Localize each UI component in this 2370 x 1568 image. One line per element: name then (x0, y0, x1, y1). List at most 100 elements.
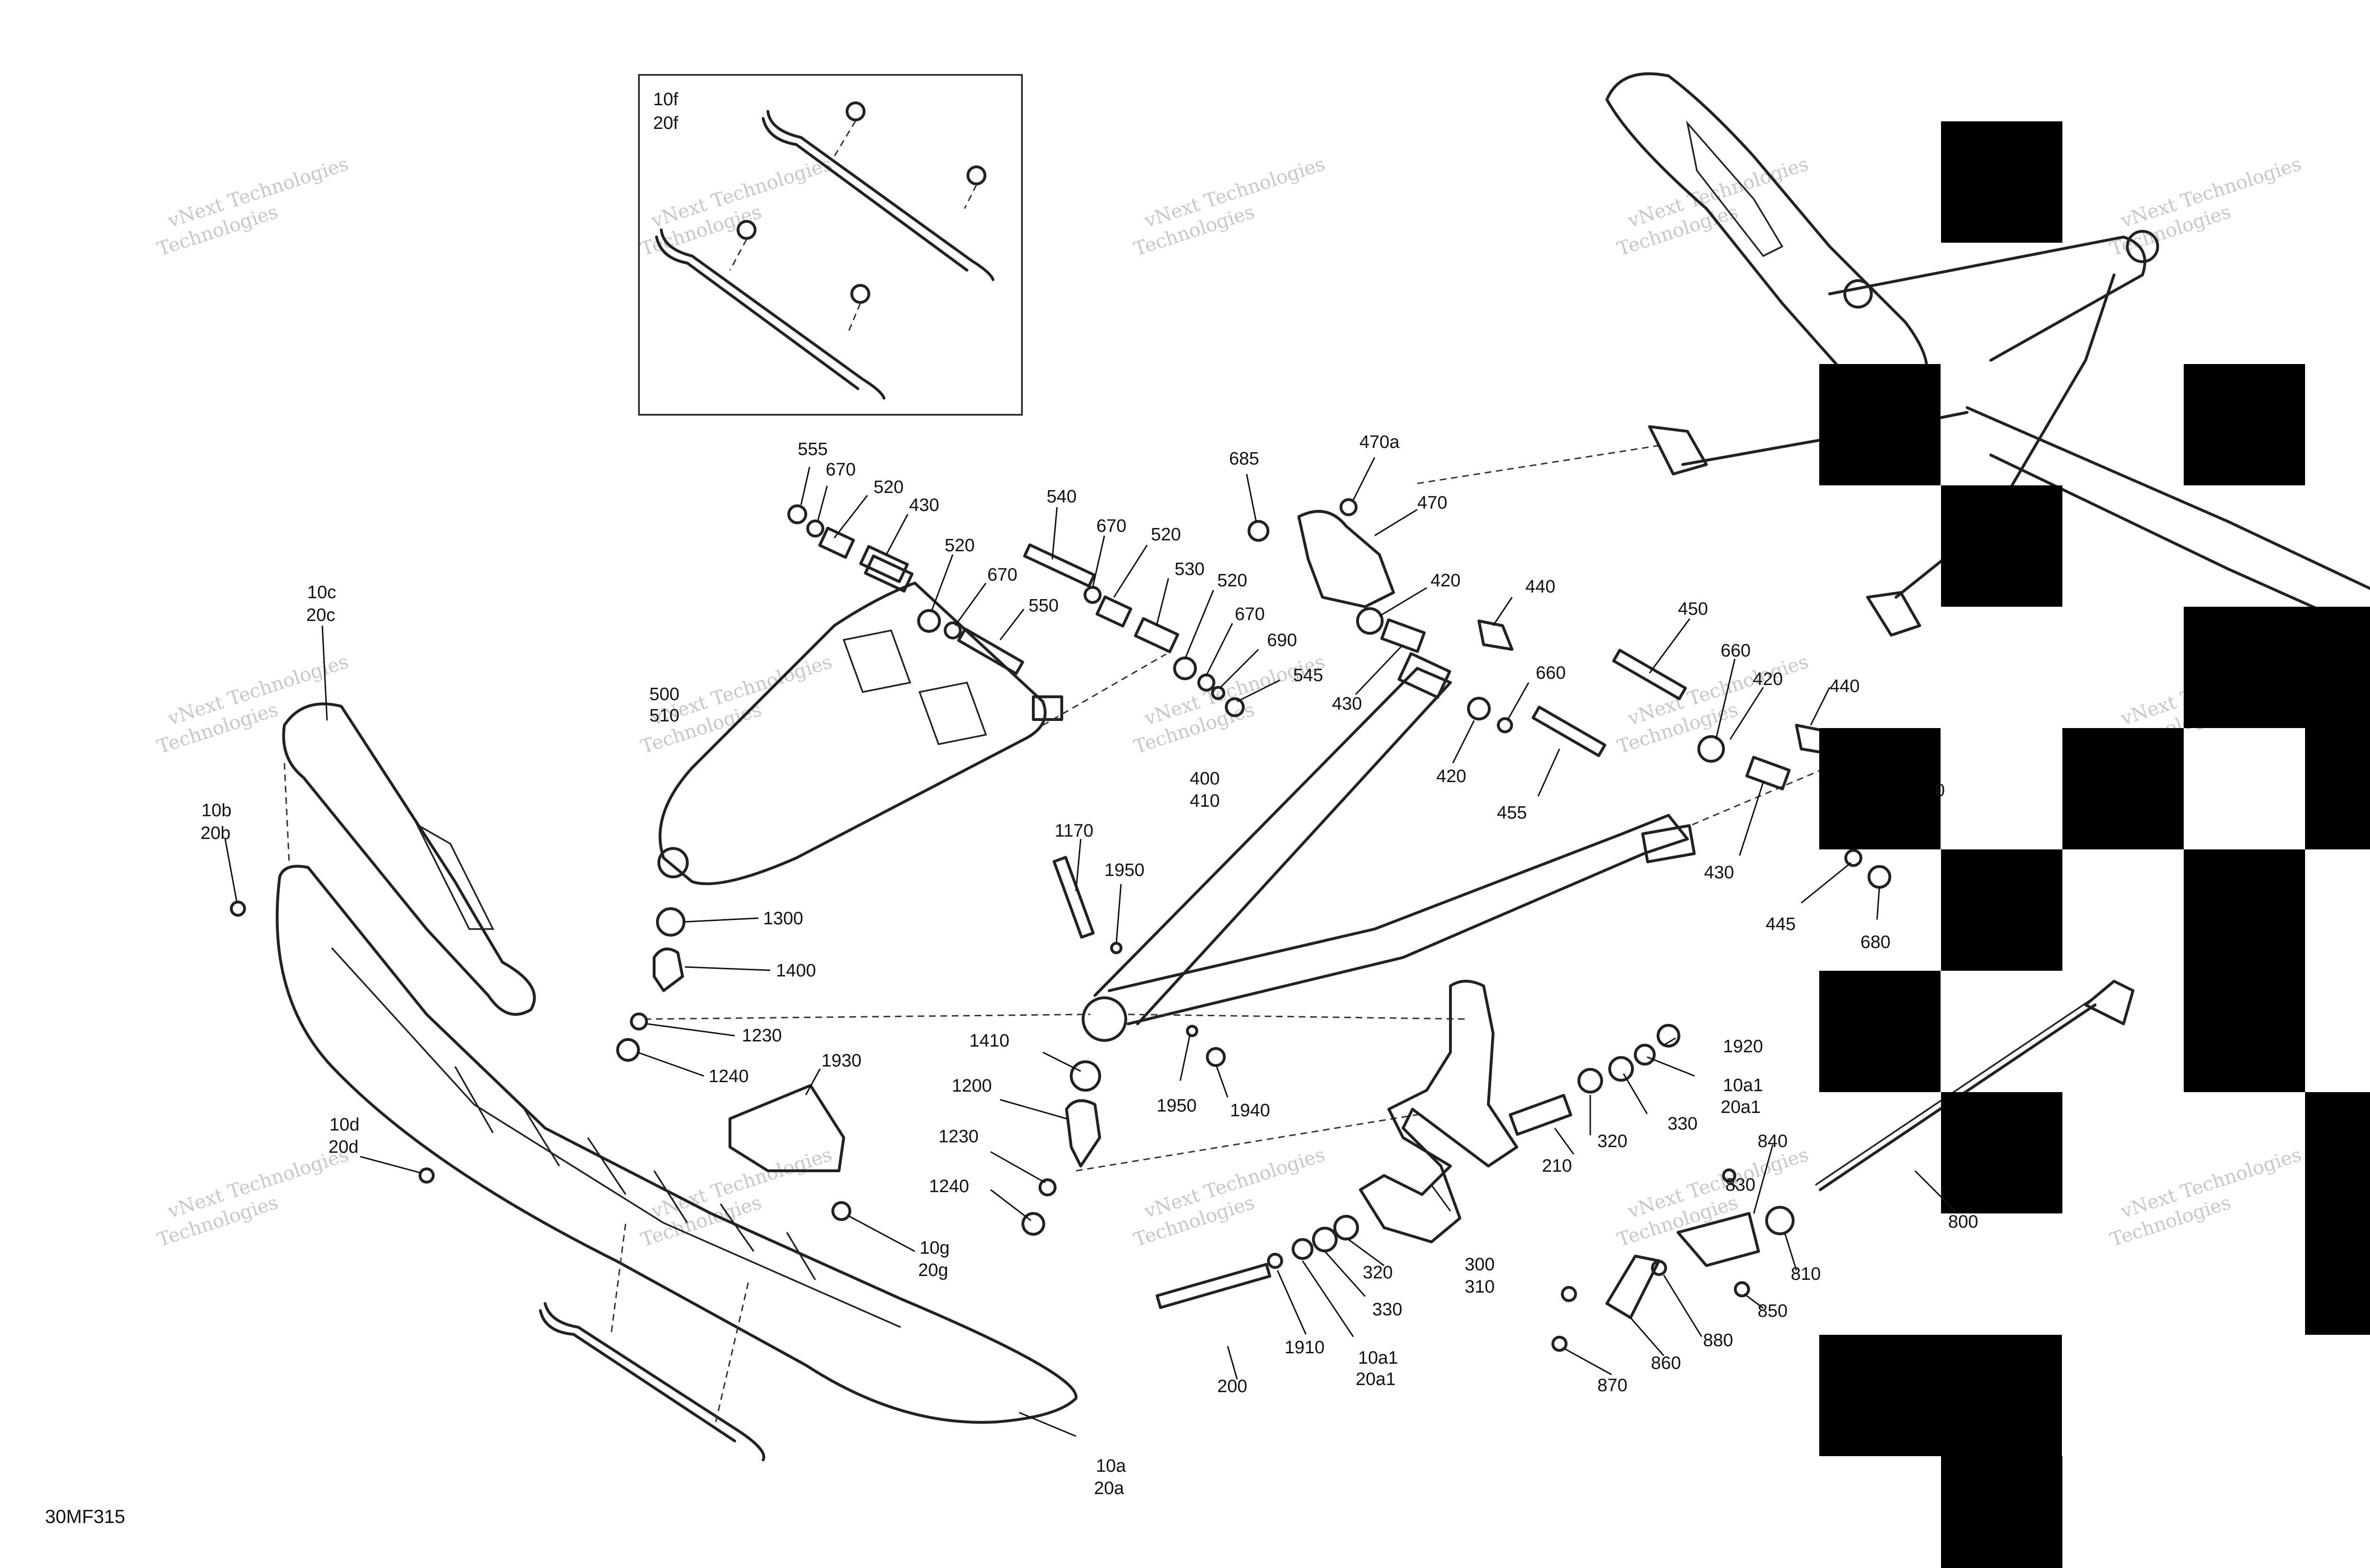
nut (787, 504, 807, 524)
callout-840: 840 (1758, 1131, 1787, 1151)
callout-810: 810 (1791, 1264, 1821, 1284)
callout-300: 310 (1465, 1277, 1495, 1297)
drawing-id: 30MF315 (45, 1506, 125, 1527)
callout-1950: 1950 (1157, 1096, 1197, 1116)
callout-1910: 1910 (1285, 1338, 1325, 1358)
watermark: vNext Technologies Technologies (2107, 1144, 2304, 1251)
callout-445: 445 (1766, 914, 1796, 934)
watermark: vNext Technologies Technologies (155, 153, 351, 260)
frame-top-tube (1828, 236, 2146, 362)
redaction-blocks (1819, 121, 2370, 1568)
bushing (1356, 607, 1384, 635)
pin (1110, 942, 1122, 954)
callout-470: 470 (1417, 493, 1447, 513)
watermark: vNext Technologies Technologies (638, 1144, 835, 1251)
bracket-body (1297, 510, 1395, 608)
redaction-block (1941, 121, 2062, 243)
callout-545: 545 (1293, 665, 1323, 685)
washer (630, 1012, 648, 1030)
callout-660: 660 (1536, 663, 1566, 683)
upper-arm-hardware (787, 504, 1245, 726)
leader-lines (224, 457, 1959, 1437)
callout-850: 850 (1758, 1301, 1787, 1321)
inset-label-1: 10f (653, 90, 678, 109)
upper-arm-bushing (864, 554, 914, 593)
callout-420: 420 (1436, 766, 1466, 786)
ski-keel (331, 947, 901, 1328)
circlip (1070, 1060, 1101, 1092)
pin (1186, 1025, 1198, 1037)
upper-arm-pocket (842, 629, 987, 746)
redaction-block (1941, 1092, 2062, 1213)
frame-front-window (1686, 120, 1784, 257)
callout-300: 300 (1465, 1255, 1495, 1275)
inset-label-2: 20f (653, 113, 678, 133)
watermark: vNext Technologies Technologies (2107, 153, 2304, 260)
callout-1400: 1400 (776, 961, 816, 981)
lower-arm-front-tube (1094, 667, 1452, 1025)
sleeve (859, 545, 909, 583)
nut (1340, 498, 1358, 516)
callout-10d: 10d (329, 1115, 359, 1135)
ski-handle (282, 702, 536, 1016)
bushing (1697, 735, 1725, 763)
bushing-ring (917, 609, 941, 633)
ski-handle-window (415, 822, 494, 930)
callout-partial: 0 (1935, 781, 1945, 801)
callout-1200: 1200 (952, 1076, 992, 1096)
ball-joint (1065, 1099, 1101, 1167)
nut (1868, 865, 1891, 889)
watermark: vNext Technologies Technologies (1614, 1144, 1811, 1251)
upper-arm-frame (658, 582, 1047, 885)
watermark: vNext Technologies Technologies (155, 1144, 351, 1251)
ski-nut (831, 1201, 851, 1221)
callout-670: 670 (1096, 516, 1126, 536)
callout-670: 670 (826, 460, 856, 480)
callout-400: 400 (1190, 769, 1220, 789)
callout-530: 530 (1175, 559, 1204, 579)
callout-330: 330 (1668, 1114, 1697, 1134)
bushing (1312, 1227, 1338, 1252)
washer (1497, 717, 1513, 733)
callout-420: 420 (1431, 571, 1460, 591)
inset-nut (846, 101, 866, 121)
callout-320: 320 (1363, 1263, 1393, 1283)
bolt (1531, 705, 1606, 757)
callout-10a: 20a (1094, 1478, 1124, 1498)
washer (806, 520, 824, 538)
nut (1021, 1212, 1045, 1236)
redaction-block (1819, 971, 1941, 1092)
callout-10a: 10a (1096, 1456, 1126, 1476)
spindle-sleeve (1509, 1094, 1572, 1136)
callout-470a: 470a (1359, 432, 1400, 452)
frame-mount (1866, 591, 1921, 637)
upper-bracket (1248, 445, 1659, 757)
spindle (1156, 980, 1680, 1309)
callouts: 10c 20c 10b 20b 10d 20d 10g 20g 10a 20a … (201, 432, 1978, 1498)
redaction-block (2184, 364, 2305, 485)
redaction-block (2305, 1092, 2370, 1335)
callout-1920: 1920 (1723, 1037, 1763, 1057)
redaction-block (1819, 728, 1941, 849)
callout-500: 510 (649, 706, 679, 726)
redaction-block (1941, 849, 2062, 971)
callout-680: 680 (1860, 932, 1890, 952)
ski-assembly (230, 702, 1078, 1461)
callout-1240: 1240 (929, 1176, 969, 1196)
bolt (957, 627, 1024, 675)
upper-arm-balljoint-socket (657, 847, 689, 878)
callout-880: 880 (1703, 1331, 1733, 1350)
callout-670: 670 (1235, 604, 1265, 624)
callout-870: 870 (1597, 1376, 1627, 1395)
callout-430: 430 (1704, 863, 1734, 883)
callout-1930: 1930 (821, 1051, 862, 1071)
washer (1267, 1253, 1283, 1269)
callout-200: 200 (1217, 1377, 1247, 1396)
frame-side-rail (1966, 406, 2370, 590)
clip (1211, 686, 1225, 700)
nut (1206, 1047, 1226, 1067)
nut (1248, 520, 1269, 542)
inset-runner-upper-edge (762, 117, 968, 272)
upper-arm-bushing (1032, 695, 1063, 721)
